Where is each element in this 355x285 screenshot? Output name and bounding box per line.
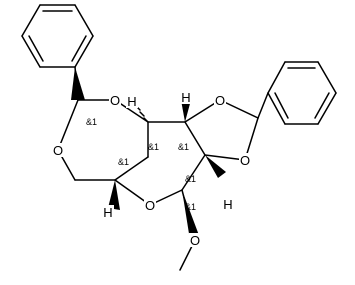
atom-h-bottom-right: H	[222, 197, 234, 212]
wedge-bond-acetal	[71, 67, 85, 100]
atom-o-dioxolane-bottom: O	[239, 153, 251, 168]
hashed-bond-h	[135, 105, 149, 123]
svg-text:O: O	[240, 153, 250, 168]
bond-phenyl-dioxolane	[257, 92, 269, 119]
atom-h-bottom-left: H	[102, 205, 114, 220]
atom-h-top-right: H	[180, 90, 192, 105]
phenyl-ring-left	[21, 4, 94, 68]
svg-text:O: O	[110, 93, 120, 108]
atom-o-dioxolane-top: O	[214, 93, 226, 108]
atom-o-dioxane-top: O	[109, 93, 121, 108]
atom-o-methoxy: O	[189, 233, 201, 248]
wedge-bond-h-left	[108, 180, 120, 210]
stereo-label-c3: &1	[178, 142, 189, 152]
svg-text:H: H	[103, 205, 112, 220]
wedge-bond-h-top	[181, 100, 191, 122]
dioxolane-ring	[184, 99, 259, 161]
atom-o-dioxane-left: O	[52, 143, 64, 158]
atom-o-pyranose: O	[144, 198, 156, 213]
svg-text:H: H	[181, 90, 190, 105]
svg-text:O: O	[190, 233, 200, 248]
wedge-bond-methoxy	[182, 190, 200, 240]
atom-h-top-left: H	[126, 94, 138, 109]
svg-text:O: O	[145, 198, 155, 213]
svg-text:H: H	[127, 94, 136, 109]
stereo-label-c2: &1	[185, 174, 196, 184]
phenyl-ring-right	[267, 61, 337, 125]
svg-text:O: O	[53, 143, 63, 158]
stereo-label-c5: &1	[118, 157, 129, 167]
svg-text:H: H	[223, 197, 232, 212]
wedge-bond-h-right	[205, 155, 226, 178]
svg-text:O: O	[215, 93, 225, 108]
stereo-label-acetal: &1	[86, 117, 97, 127]
dioxane-ring	[57, 99, 149, 181]
stereo-label-c4: &1	[148, 142, 159, 152]
stereo-label-c1: &1	[185, 202, 196, 212]
